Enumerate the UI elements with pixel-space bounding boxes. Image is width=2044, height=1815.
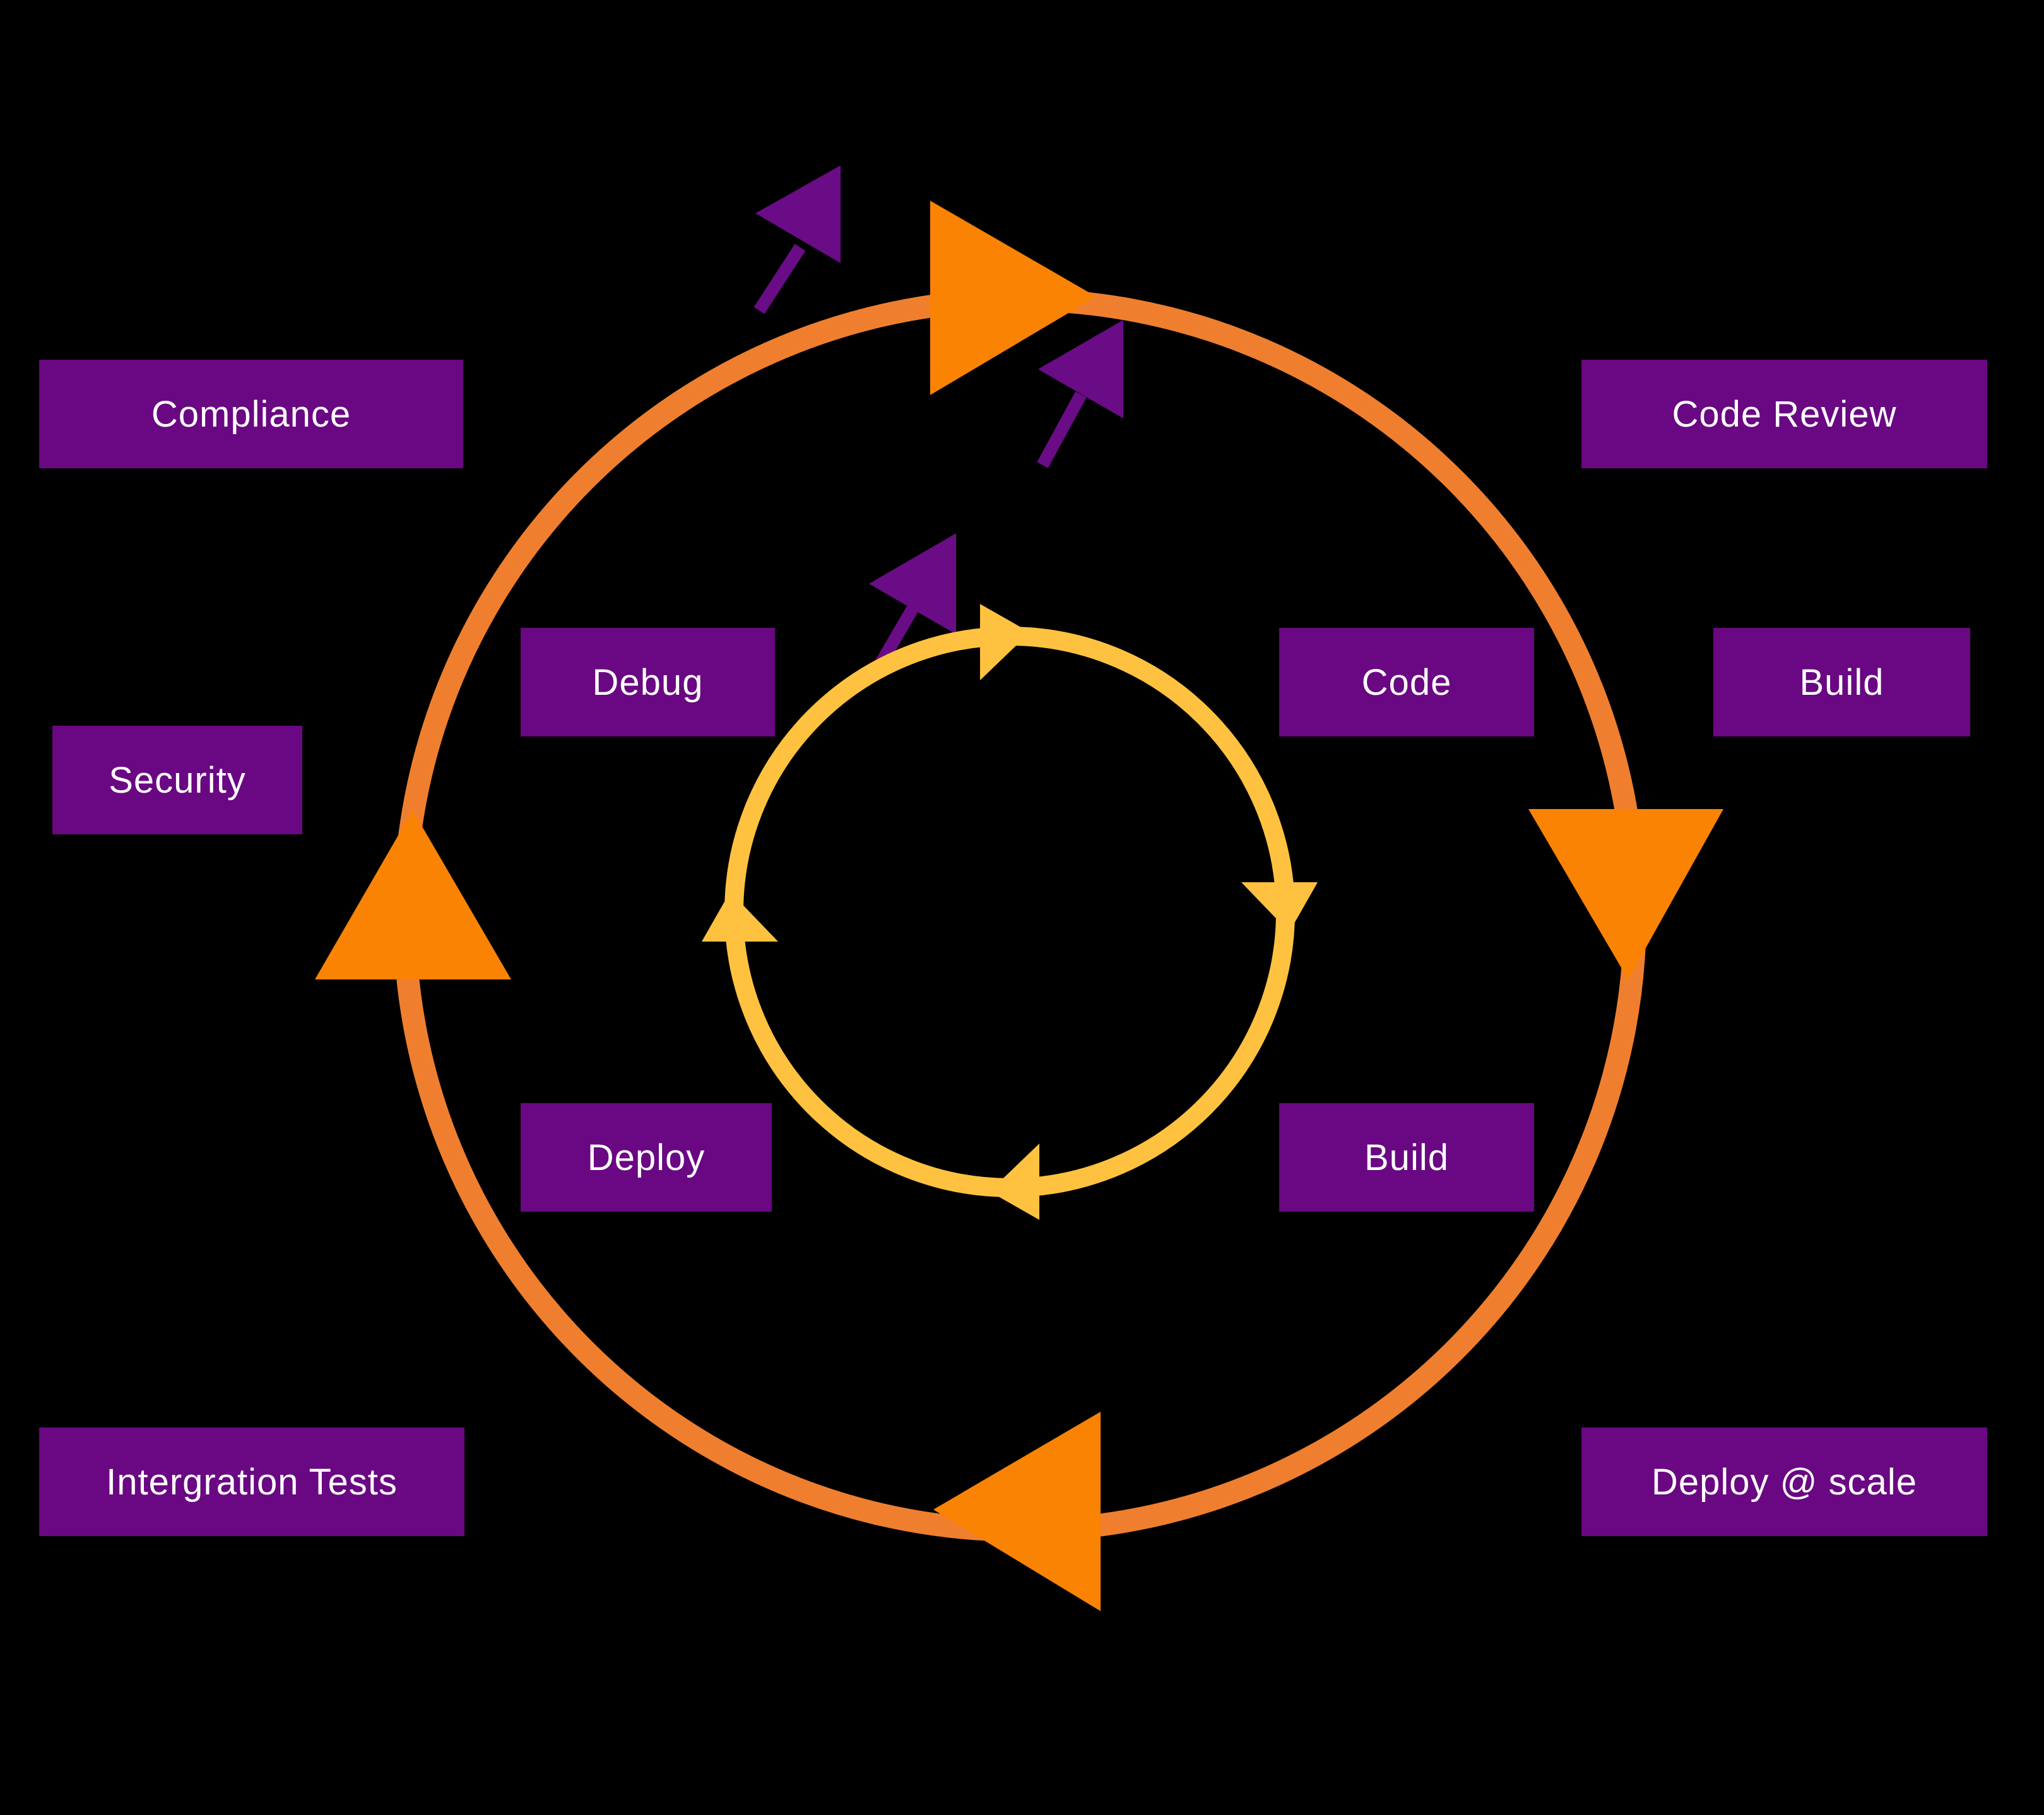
outer-arrow-right-icon xyxy=(1528,809,1723,979)
inner-cycle-ring xyxy=(724,627,1295,1197)
outer-arrow-top-icon xyxy=(930,201,1096,395)
pin-head xyxy=(755,165,841,263)
label-code-review: Code Review xyxy=(1581,360,1987,468)
label-build-inner: Build xyxy=(1279,1103,1534,1212)
pin-arrow-top-left-icon xyxy=(753,165,841,314)
outer-cycle-ring xyxy=(393,288,1646,1542)
pin-stem xyxy=(753,244,806,314)
label-deploy-at-scale: Deploy @ scale xyxy=(1581,1428,1987,1536)
inner-arrow-left-icon xyxy=(702,892,778,942)
label-intergration-tests: Intergration Tests xyxy=(39,1428,464,1536)
inner-arrow-top-icon xyxy=(980,604,1030,680)
label-code: Code xyxy=(1279,628,1534,736)
label-debug: Debug xyxy=(521,628,775,736)
pin-arrow-top-right-icon xyxy=(1037,320,1123,468)
inner-arrow-bottom-icon xyxy=(990,1144,1039,1220)
pin-head xyxy=(1038,320,1123,418)
pin-head xyxy=(869,533,956,634)
inner-arrow-right-icon xyxy=(1241,882,1318,932)
label-security: Security xyxy=(52,726,302,834)
label-compliance: Compliance xyxy=(39,360,463,468)
outer-arrow-left-icon xyxy=(315,810,511,979)
pin-stem xyxy=(1037,391,1087,468)
outer-arrow-bottom-icon xyxy=(933,1412,1101,1611)
label-build-outer: Build xyxy=(1713,628,1970,736)
label-deploy: Deploy xyxy=(521,1103,772,1212)
